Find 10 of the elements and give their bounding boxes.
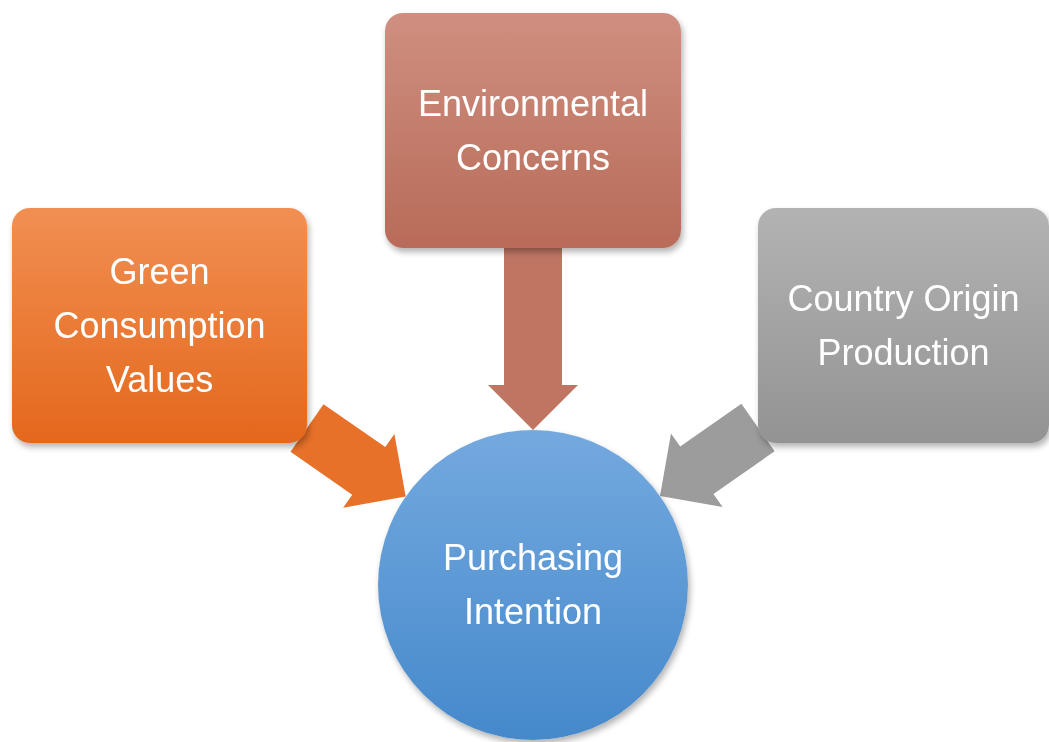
block-arrow (660, 403, 775, 508)
block-arrow (290, 404, 406, 508)
node-label: Environmental Concerns (416, 81, 650, 180)
process-box (758, 208, 1049, 443)
node-label: Purchasing Intention (441, 536, 625, 634)
node-label: Country Origin Production (786, 276, 1021, 375)
block-arrow (488, 248, 578, 430)
node-label: Green Consumption Values (52, 249, 267, 402)
process-box (12, 208, 307, 443)
process-box (385, 13, 681, 248)
